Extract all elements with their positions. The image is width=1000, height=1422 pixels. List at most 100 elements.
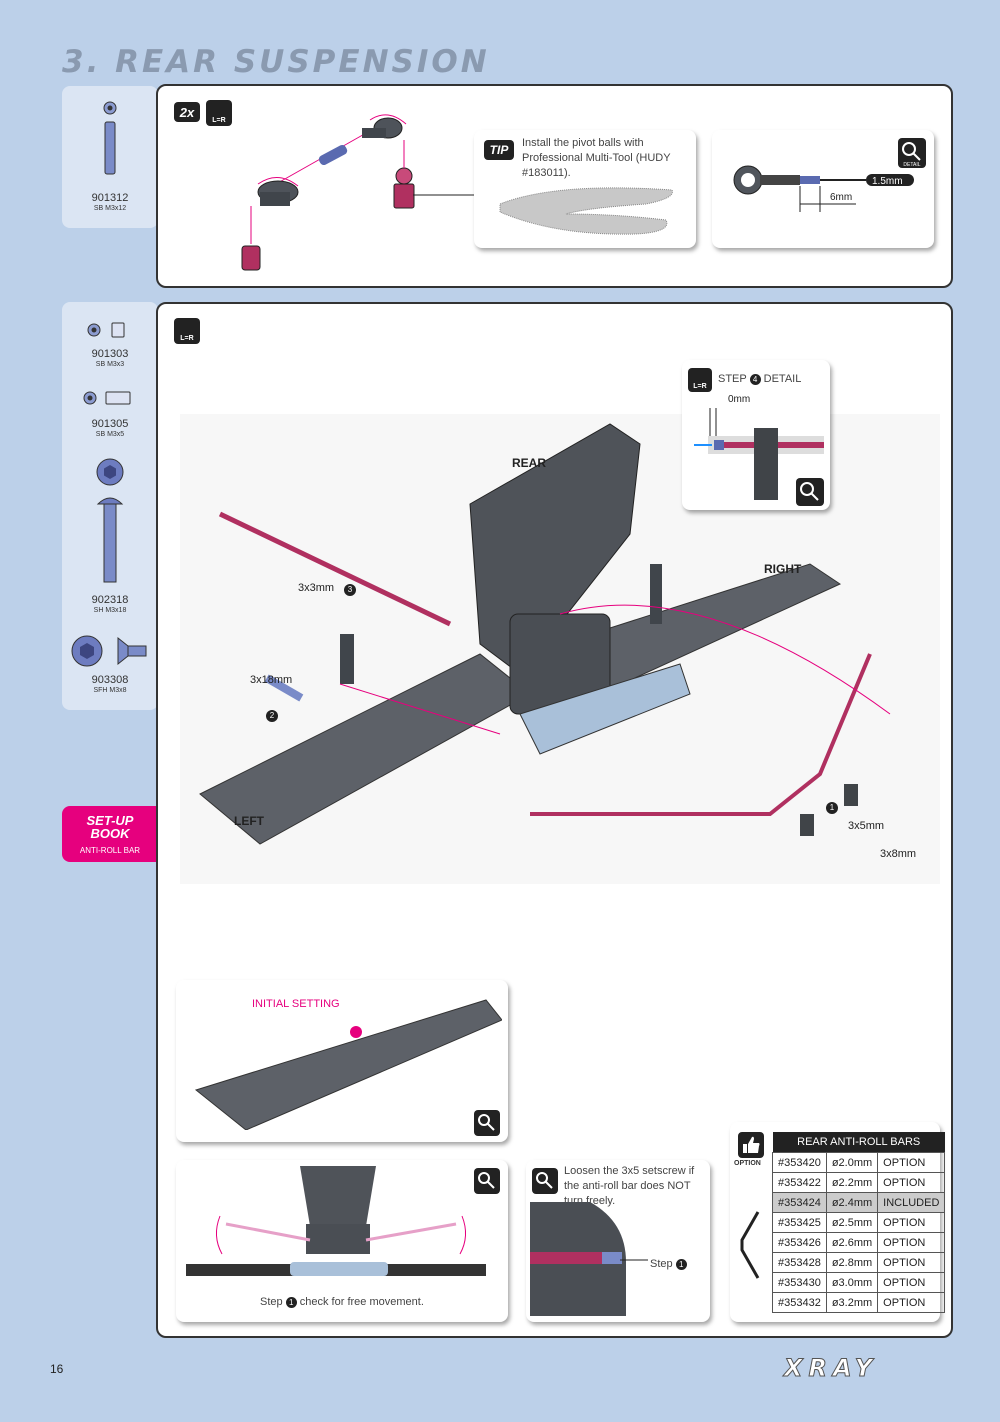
magnifier-detail-icon (474, 1168, 500, 1194)
diameter: ø2.4mm (825, 1192, 879, 1213)
part-number: #353430 (772, 1272, 827, 1293)
step4-detail-title: STEP 4 DETAIL (718, 372, 801, 387)
detail-text: DETAIL (903, 162, 920, 168)
part-desc: SB M3x5 (95, 431, 125, 438)
check-step-num: 1 (285, 1297, 297, 1308)
label-3x18mm: 3x18mm (250, 674, 293, 686)
option-label: OPTION (734, 1160, 761, 1167)
part-code: 901312 (91, 192, 129, 204)
step-marker-1: 1 (826, 802, 838, 814)
step-callout: Step 1 (650, 1258, 687, 1270)
label-rear: REAR (512, 456, 547, 470)
check-text: check for free movement. (299, 1296, 424, 1308)
part-number: #353432 (772, 1292, 827, 1313)
lr-badge-text: L=R (693, 383, 707, 390)
diameter: ø2.5mm (825, 1212, 879, 1233)
label-right: RIGHT (764, 562, 802, 576)
detail-card: DETAIL 1.5mm 6mm (712, 130, 934, 248)
tip-text: Install the pivot balls with Professiona… (522, 137, 671, 179)
step-panel-2: L=R REAR RIGHT LEFT 3x3mm 3 3x18mm 2 1 3 (156, 302, 953, 1338)
diameter: ø3.0mm (825, 1272, 879, 1293)
multi-tool-icon (499, 187, 673, 235)
status: INCLUDED (877, 1192, 946, 1213)
loosen-text: Loosen the 3x5 setscrew if the anti-roll… (564, 1165, 695, 1207)
status: OPTION (877, 1232, 946, 1253)
part-code: 901305 (91, 418, 129, 430)
status: OPTION (877, 1272, 946, 1293)
part-number: #353422 (772, 1172, 827, 1193)
magnifier-detail-icon (474, 1110, 500, 1136)
setup-book-title-1: SET-UP (86, 813, 134, 828)
options-table-header: REAR ANTI-ROLL BARS (772, 1132, 945, 1153)
anti-roll-bar-icon (740, 1211, 760, 1279)
loosen-setscrew-card: Loosen the 3x5 setscrew if the anti-roll… (526, 1160, 710, 1322)
step-num-4: 4 (749, 374, 761, 385)
lr-badge-2: L=R (174, 318, 200, 344)
lr-badge-text: L=R (180, 335, 194, 342)
diameter: ø2.6mm (825, 1232, 879, 1253)
part-desc: SH M3x18 (93, 607, 127, 614)
part-desc: SB M3x3 (95, 361, 125, 368)
free-movement-card: Step 1 check for free movement. (176, 1160, 508, 1322)
status: OPTION (877, 1172, 946, 1193)
step-marker-3: 3 (344, 584, 356, 596)
diameter: ø2.0mm (825, 1152, 879, 1173)
tip-pointer-line (413, 194, 479, 196)
detail-word: DETAIL (763, 373, 802, 385)
setup-book-title-2: BOOK (90, 826, 130, 841)
screw-sfh-m3x8-icon (71, 635, 147, 667)
setup-book-subtitle: ANTI-ROLL BAR (79, 846, 141, 855)
diameter: ø3.2mm (825, 1292, 879, 1313)
arm-hole-setting-drawing (194, 999, 502, 1130)
initial-setting-label: INITIAL SETTING (252, 998, 340, 1010)
label-3x8mm: 3x8mm (880, 848, 917, 860)
magnifier-detail-icon (532, 1168, 558, 1194)
part-desc: SFH M3x8 (93, 687, 127, 694)
rear-view-drawing (186, 1166, 486, 1276)
part-number: #353424 (772, 1192, 827, 1213)
step-word: Step (650, 1258, 673, 1270)
part-number: #353428 (772, 1252, 827, 1273)
diameter: ø2.2mm (825, 1172, 879, 1193)
step4-detail-card: L=R STEP 4 DETAIL 0mm (682, 360, 830, 510)
tip-badge: TIP (484, 140, 514, 160)
part-number: #353425 (772, 1212, 827, 1233)
label-3x3mm: 3x3mm (298, 582, 335, 594)
setup-book-tab[interactable]: SET-UP BOOK ANTI-ROLL BAR (62, 806, 158, 862)
page-title: 3. REAR SUSPENSION (62, 44, 490, 80)
status: OPTION (877, 1292, 946, 1313)
parts-sidebar-top: 901312 SB M3x12 (62, 86, 158, 228)
screw-sb-m3x3-icon (87, 322, 125, 338)
step-num: 1 (675, 1259, 687, 1270)
check-caption: Step 1 check for free movement. (260, 1296, 424, 1308)
screw-sh-m3x18-icon (96, 458, 124, 583)
check-step-word: Step (260, 1296, 283, 1308)
pivot-ball-height-drawing (733, 165, 914, 212)
part-code: 902318 (91, 594, 129, 606)
screw-sb-m3x5-icon (83, 391, 131, 405)
parts-sidebar-bottom: 901303 SB M3x3 901305 SB M3x5 902318 SH … (62, 302, 158, 710)
brand-logo: XRAY (783, 1354, 879, 1383)
magnifier-detail-icon: DETAIL (898, 138, 926, 168)
status: OPTION (877, 1152, 946, 1173)
part-number: #353420 (772, 1152, 827, 1173)
step-panel-1: 2x L=R TIP Install the pivot balls with … (156, 84, 953, 288)
initial-setting-card: INITIAL SETTING (176, 980, 508, 1142)
lr-badge-detail: L=R (688, 368, 712, 392)
label-left: LEFT (234, 814, 264, 828)
step-pointer-line (620, 1259, 648, 1261)
magnifier-detail-icon (796, 478, 824, 506)
page-number: 16 (50, 1362, 64, 1376)
label-3x5mm: 3x5mm (848, 820, 885, 832)
dim-6mm: 6mm (830, 192, 853, 203)
